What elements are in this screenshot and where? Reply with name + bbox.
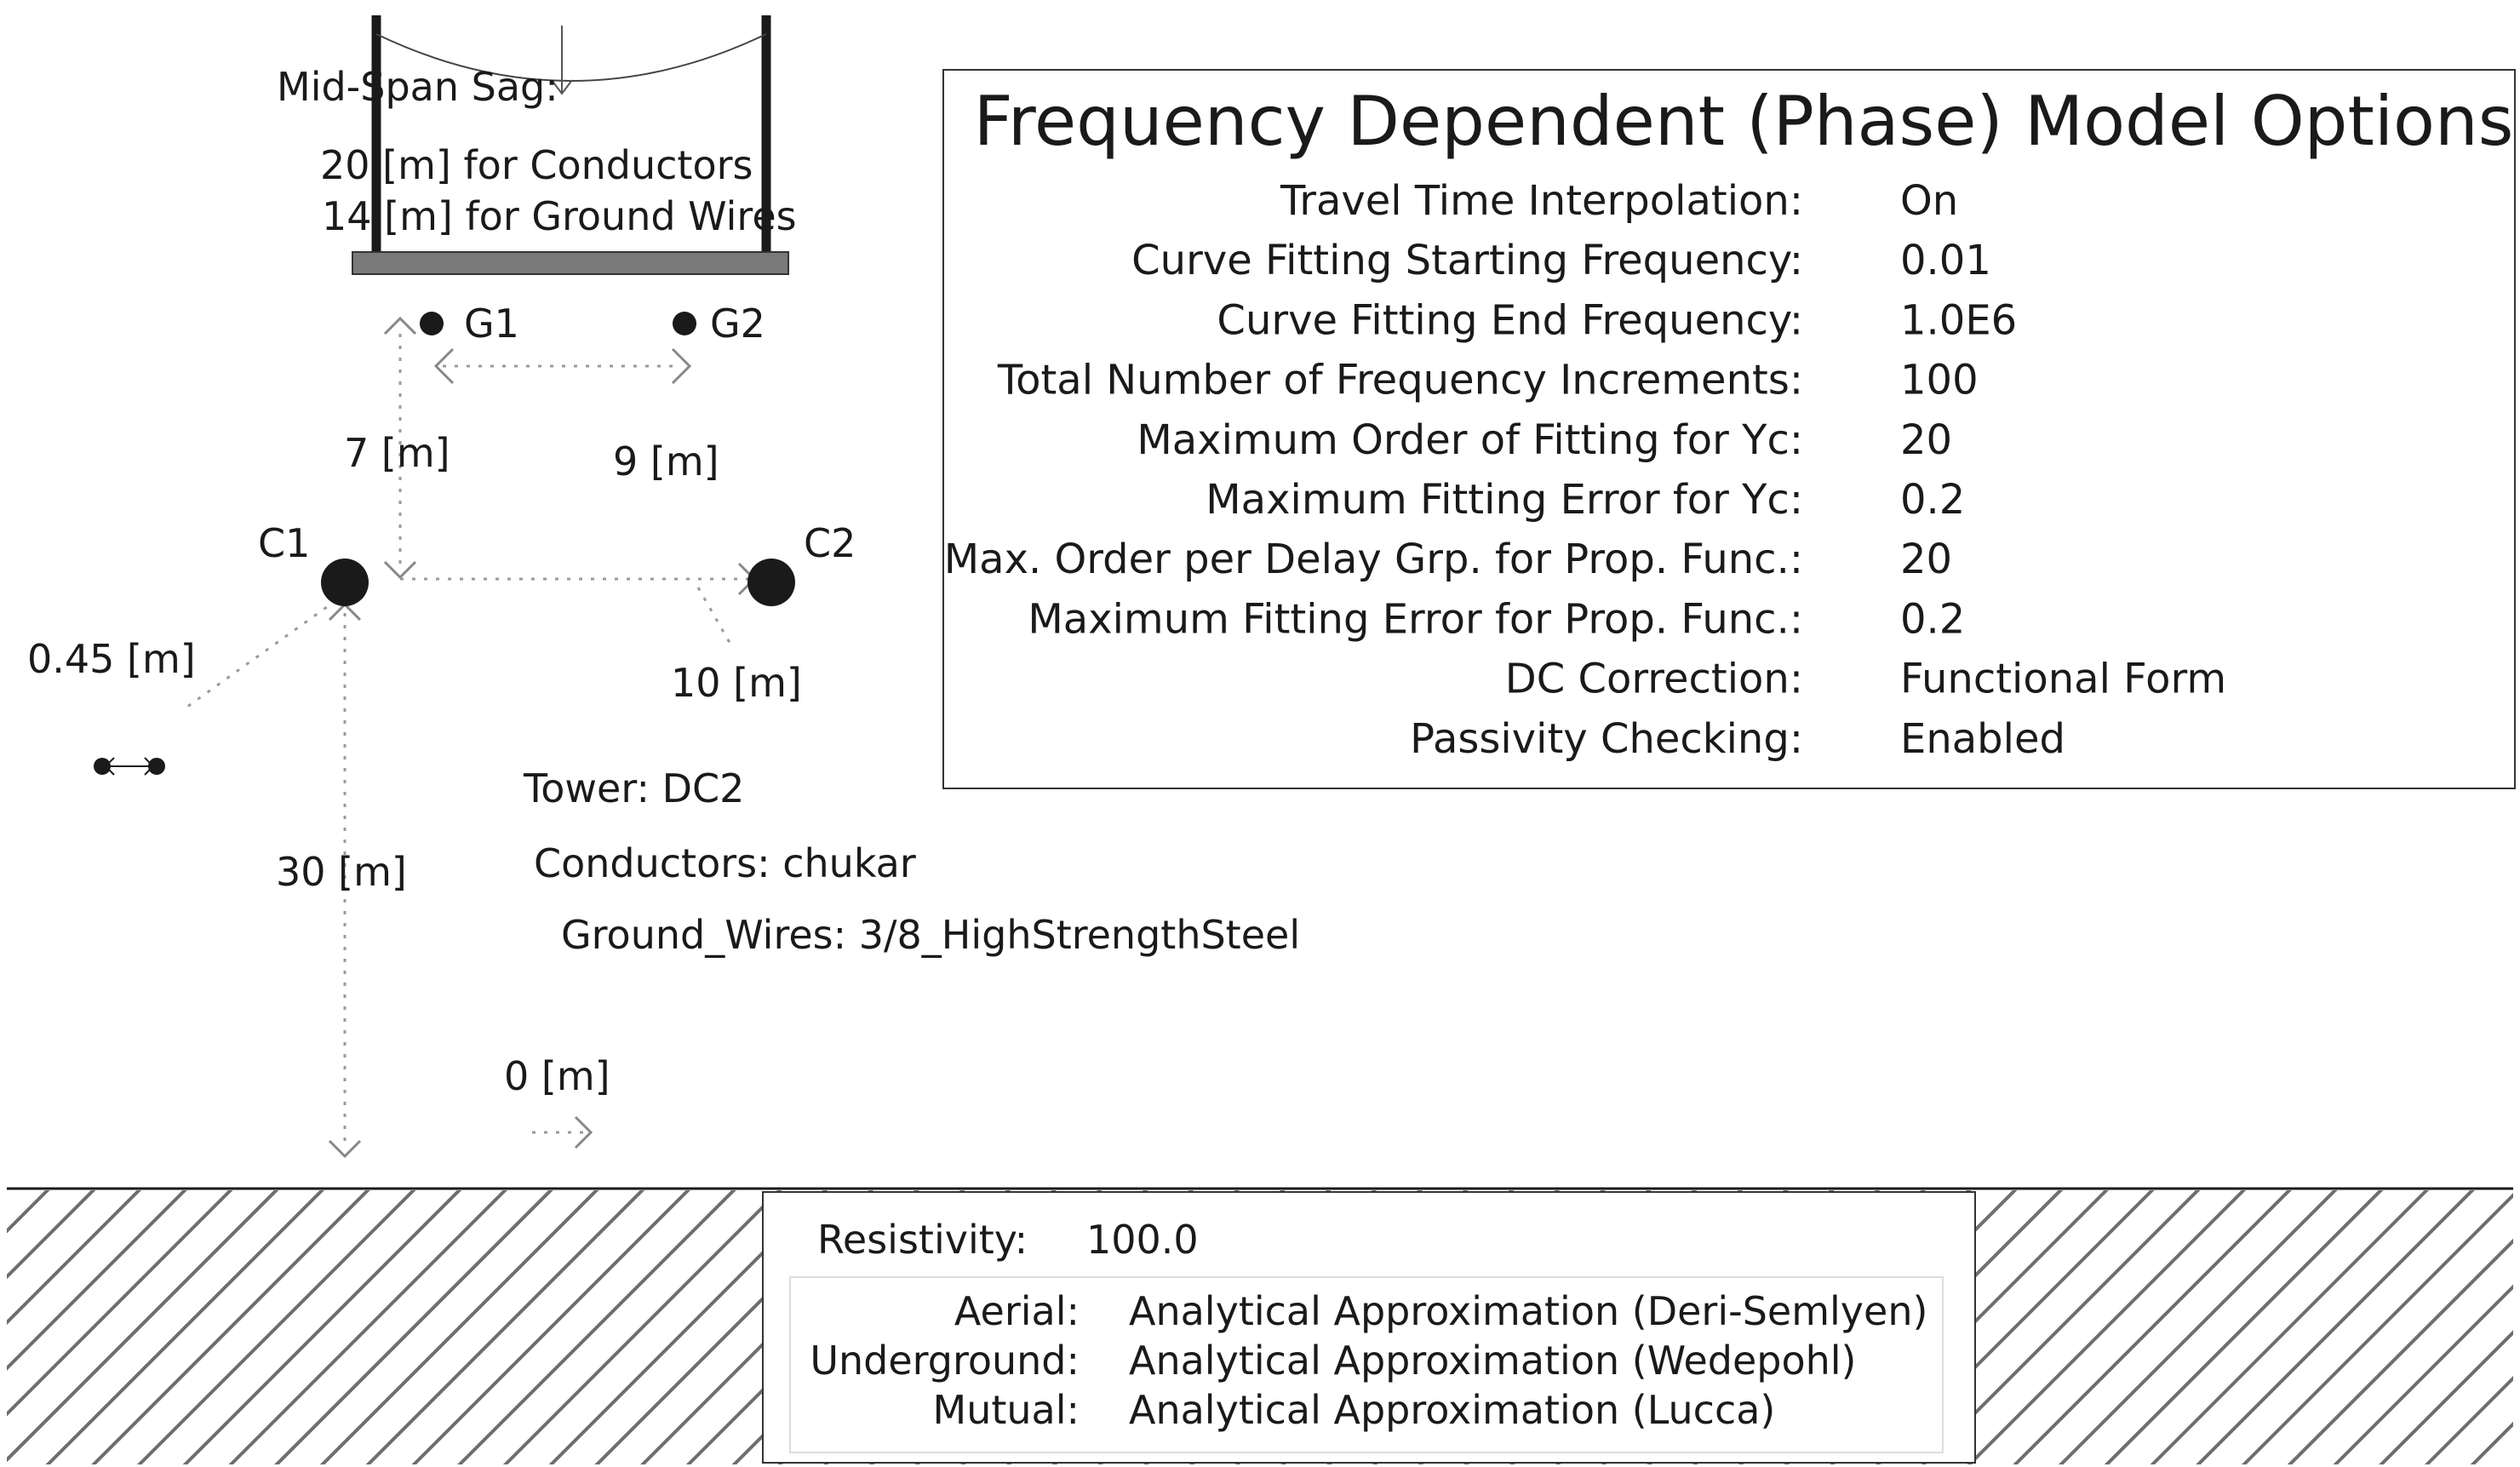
- ground-wire-g1: [420, 312, 444, 335]
- option-label: Travel Time Interpolation:: [1280, 177, 1803, 225]
- option-value: 1.0E6: [1900, 296, 2017, 344]
- tower-crossarm: [352, 251, 789, 275]
- g-spacing-arrow-right: [671, 347, 692, 385]
- option-label: Max. Order per Delay Grp. for Prop. Func…: [944, 536, 1803, 583]
- offset-arrow-right: [574, 1115, 593, 1149]
- label-c1: C1: [258, 520, 310, 566]
- ground-wire-g2: [673, 312, 696, 335]
- option-value: 0.01: [1900, 237, 1991, 284]
- ground-model-label: Aerial:: [954, 1288, 1080, 1334]
- tower-structure: [352, 15, 789, 275]
- option-value: 0.2: [1900, 476, 1965, 524]
- label-c2: C2: [804, 520, 856, 566]
- option-label: Passivity Checking:: [1410, 715, 1803, 763]
- tower-conductors: Conductors: chukar: [534, 840, 916, 886]
- dim-c1-height: 30 [m]: [276, 849, 407, 895]
- dim-c-spacing: 10 [m]: [671, 660, 802, 706]
- option-label: Curve Fitting End Frequency:: [1217, 296, 1803, 344]
- option-label: Curve Fitting Starting Frequency:: [1131, 237, 1803, 284]
- diagram-labels: Mid-Span Sag: 20 [m] for Conductors 14 […: [27, 64, 1300, 1099]
- bundle-subconductor-right: [148, 758, 165, 775]
- bundle-leader-line: [186, 599, 337, 708]
- ground-model-value: Analytical Approximation (Lucca): [1129, 1387, 1775, 1433]
- ground-model-rows: Aerial: Analytical Approximation (Deri-Se…: [810, 1288, 1927, 1433]
- ground-model-label: Mutual:: [933, 1387, 1080, 1433]
- label-g1: G1: [464, 301, 519, 347]
- option-value: 100: [1900, 357, 1979, 404]
- resistivity-label: Resistivity:: [817, 1217, 1028, 1263]
- conductor-c2: [747, 559, 795, 606]
- sag-ground-wires: 14 [m] for Ground Wires: [322, 193, 797, 239]
- option-value: Enabled: [1900, 715, 2065, 763]
- option-value: 0.2: [1900, 595, 1965, 643]
- option-label: DC Correction:: [1505, 656, 1803, 703]
- model-options-panel: Frequency Dependent (Phase) Model Option…: [942, 69, 2516, 789]
- option-label: Maximum Fitting Error for Yc:: [1206, 476, 1803, 524]
- dim-g1-c1-height: 7 [m]: [344, 430, 450, 476]
- dim-g-spacing: 9 [m]: [613, 438, 719, 484]
- tower-ground-wires: Ground_Wires: 3/8_HighStrengthSteel: [561, 912, 1300, 958]
- option-value: 20: [1900, 536, 1952, 583]
- ground-model-value: Analytical Approximation (Wedepohl): [1129, 1338, 1857, 1384]
- option-label: Maximum Fitting Error for Prop. Func.:: [1028, 595, 1803, 643]
- bundle-subconductor-left: [94, 758, 111, 775]
- dim-bundle-spacing: 0.45 [m]: [27, 636, 196, 682]
- model-options-title: Frequency Dependent (Phase) Model Option…: [974, 82, 2514, 161]
- g1-arrow-down: [383, 560, 417, 580]
- option-value: Functional Form: [1900, 656, 2226, 703]
- sag-title: Mid-Span Sag:: [277, 64, 558, 110]
- option-label: Maximum Order of Fitting for Yc:: [1137, 416, 1803, 464]
- c1-arrow-down: [328, 1139, 362, 1159]
- option-label: Total Number of Frequency Increments:: [997, 357, 1803, 404]
- ground-resistivity-panel: Resistivity: 100.0 Aerial: Analytical App…: [762, 1191, 1976, 1464]
- c1-arrow-up: [328, 602, 362, 622]
- conductor-markers: [321, 312, 795, 606]
- bundle-detail: [94, 757, 165, 776]
- ground-model-label: Underground:: [810, 1338, 1080, 1384]
- tower-name: Tower: DC2: [523, 765, 744, 811]
- resistivity-value: 100.0: [1086, 1217, 1199, 1263]
- dim-horizontal-offset: 0 [m]: [504, 1053, 610, 1099]
- g1-arrow-up: [383, 316, 417, 335]
- g-spacing-arrow-left: [433, 347, 455, 385]
- option-value: On: [1900, 177, 1958, 225]
- label-g2: G2: [710, 301, 765, 347]
- c2-dimension-lead: [696, 587, 734, 648]
- sag-arrow-head: [551, 79, 573, 95]
- model-options-box: [942, 69, 2516, 789]
- ground-model-value: Analytical Approximation (Deri-Semlyen): [1129, 1288, 1927, 1334]
- option-value: 20: [1900, 416, 1952, 464]
- conductor-c1: [321, 559, 369, 606]
- ground-model-box: [789, 1276, 1944, 1453]
- sag-conductors: 20 [m] for Conductors: [320, 142, 753, 188]
